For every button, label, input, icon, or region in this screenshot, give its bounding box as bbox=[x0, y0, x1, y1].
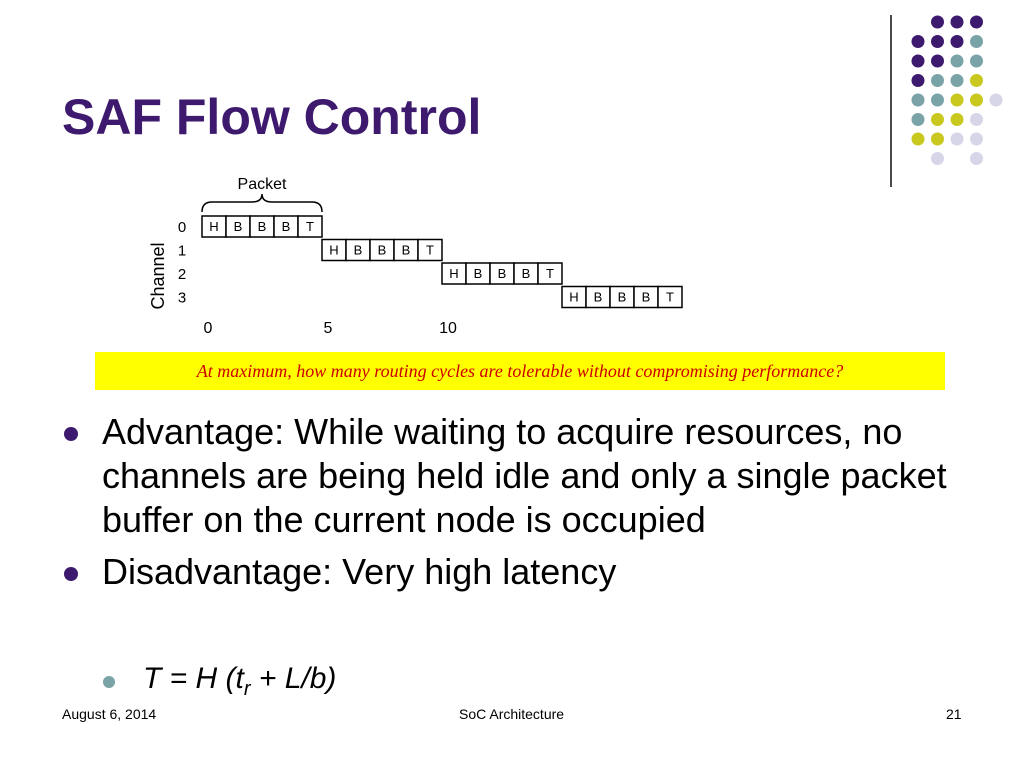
flit-label: H bbox=[449, 266, 458, 281]
time-tick-label: 5 bbox=[324, 320, 333, 337]
flit-label: B bbox=[522, 266, 531, 281]
time-tick-label: 10 bbox=[439, 320, 457, 337]
footer-title: SoC Architecture bbox=[459, 706, 565, 722]
bullet-dot-icon bbox=[64, 567, 78, 581]
bullet-disadvantage: Disadvantage: Very high latency bbox=[64, 550, 974, 594]
packet-brace bbox=[201, 193, 323, 213]
flit-label: H bbox=[209, 219, 218, 234]
decor-dot bbox=[989, 93, 1003, 107]
channel-label: 2 bbox=[178, 266, 186, 283]
decor-dot bbox=[970, 74, 983, 87]
decorative-divider bbox=[890, 15, 892, 187]
decor-dot bbox=[911, 74, 925, 87]
flit-cell bbox=[537, 262, 563, 285]
flit-label: B bbox=[282, 219, 291, 234]
decor-dot bbox=[950, 93, 964, 107]
decor-dot bbox=[950, 132, 964, 146]
decor-dot bbox=[931, 54, 944, 68]
flit-label: H bbox=[329, 243, 338, 258]
decor-dot bbox=[970, 15, 983, 29]
channel-label: 1 bbox=[178, 243, 186, 260]
flit-label: T bbox=[666, 290, 674, 305]
flit-label: B bbox=[474, 266, 483, 281]
decor-dot bbox=[931, 93, 944, 107]
decor-dot bbox=[931, 132, 944, 146]
channel-label: 3 bbox=[178, 290, 186, 307]
channel-axis-label: Channel bbox=[148, 242, 168, 309]
decor-dot bbox=[911, 132, 925, 146]
flit-label: B bbox=[258, 219, 267, 234]
flit-label: B bbox=[594, 290, 603, 305]
flit-cell bbox=[297, 215, 323, 238]
flit-cell bbox=[657, 285, 683, 309]
bullet-dot-icon bbox=[64, 427, 78, 441]
flit-label: T bbox=[306, 219, 314, 234]
decor-dot bbox=[931, 152, 944, 165]
decor-dot bbox=[911, 54, 925, 68]
flit-label: B bbox=[498, 266, 507, 281]
time-tick-label: 0 bbox=[204, 320, 213, 337]
page-number: 21 bbox=[946, 706, 962, 722]
decor-dot bbox=[911, 35, 925, 48]
decorative-dot-grid bbox=[911, 15, 1003, 165]
flit-label: H bbox=[569, 290, 578, 305]
decor-dot bbox=[950, 15, 964, 29]
decor-dot bbox=[970, 54, 983, 68]
channel-label: 0 bbox=[178, 219, 186, 236]
flit-label: T bbox=[426, 243, 434, 258]
decor-dot bbox=[931, 35, 944, 48]
footer-date: August 6, 2014 bbox=[62, 706, 157, 722]
flit-label: B bbox=[618, 290, 627, 305]
flit-label: B bbox=[234, 219, 243, 234]
decor-dot bbox=[911, 113, 925, 126]
decor-dot bbox=[950, 113, 964, 126]
decor-dot bbox=[931, 15, 944, 29]
flit-label: T bbox=[546, 266, 554, 281]
decor-dot bbox=[931, 113, 944, 126]
decor-dot bbox=[950, 35, 964, 48]
flit-cell bbox=[417, 238, 443, 262]
sub-bullet-dot-icon bbox=[103, 676, 115, 688]
decor-dot bbox=[950, 74, 964, 87]
latency-formula: T = H (tr + L/b) bbox=[103, 662, 336, 701]
decor-dot bbox=[970, 35, 983, 48]
bullet-advantage: Advantage: While waiting to acquire reso… bbox=[64, 410, 974, 542]
decor-dot bbox=[970, 152, 983, 165]
decor-dot bbox=[970, 132, 983, 146]
flit-label: B bbox=[642, 290, 651, 305]
slide-title: SAF Flow Control bbox=[62, 89, 482, 145]
question-callout: At maximum, how many routing cycles are … bbox=[95, 352, 945, 390]
bullet-list: Advantage: While waiting to acquire reso… bbox=[64, 410, 974, 602]
flit-label: B bbox=[402, 243, 411, 258]
decor-dot bbox=[950, 54, 964, 68]
flit-label: B bbox=[354, 243, 363, 258]
decor-dot bbox=[931, 74, 944, 87]
decor-dot bbox=[970, 93, 983, 107]
packet-label: Packet bbox=[238, 176, 287, 193]
flit-label: B bbox=[378, 243, 387, 258]
decor-dot bbox=[970, 113, 983, 126]
decor-dot bbox=[911, 93, 925, 107]
